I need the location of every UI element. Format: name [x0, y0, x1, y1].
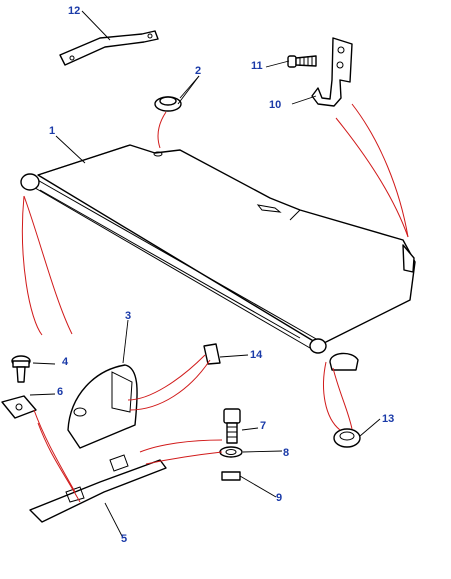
callout-13: 13 — [382, 413, 394, 425]
callout-14: 14 — [250, 349, 263, 361]
part-5-mounting-plate — [29, 454, 167, 523]
callout-labels: 1 2 3 4 5 6 7 8 9 10 11 12 13 14 — [49, 5, 394, 545]
part-3-end-bracket — [67, 364, 138, 449]
part-9-nut — [221, 471, 241, 481]
callout-12: 12 — [68, 5, 80, 17]
end-cap-on-shelf — [329, 352, 359, 371]
callout-4: 4 — [62, 356, 69, 368]
part-6-clip-nut — [1, 395, 37, 419]
association-lines — [21, 103, 409, 503]
callout-10: 10 — [269, 99, 281, 111]
callout-5: 5 — [121, 533, 127, 545]
callout-6: 6 — [57, 386, 63, 398]
callout-11: 11 — [251, 60, 263, 72]
callout-3: 3 — [125, 310, 131, 322]
callout-1: 1 — [49, 125, 55, 137]
leader-lines — [29, 10, 381, 539]
part-12-strap — [59, 30, 159, 66]
part-2-grommet — [154, 96, 182, 112]
part-4-screw — [11, 355, 31, 383]
part-11-screw — [287, 55, 317, 68]
callout-2: 2 — [195, 65, 201, 77]
callout-8: 8 — [283, 447, 289, 459]
part-8-washer — [219, 446, 243, 458]
callout-7: 7 — [260, 420, 266, 432]
part-1-cover-panel — [20, 144, 416, 354]
part-7-bolt — [223, 408, 241, 444]
part-14-clip — [203, 343, 221, 365]
callout-9: 9 — [276, 492, 282, 504]
part-13-cap — [333, 428, 361, 448]
part-10-hook-bracket — [311, 37, 353, 107]
